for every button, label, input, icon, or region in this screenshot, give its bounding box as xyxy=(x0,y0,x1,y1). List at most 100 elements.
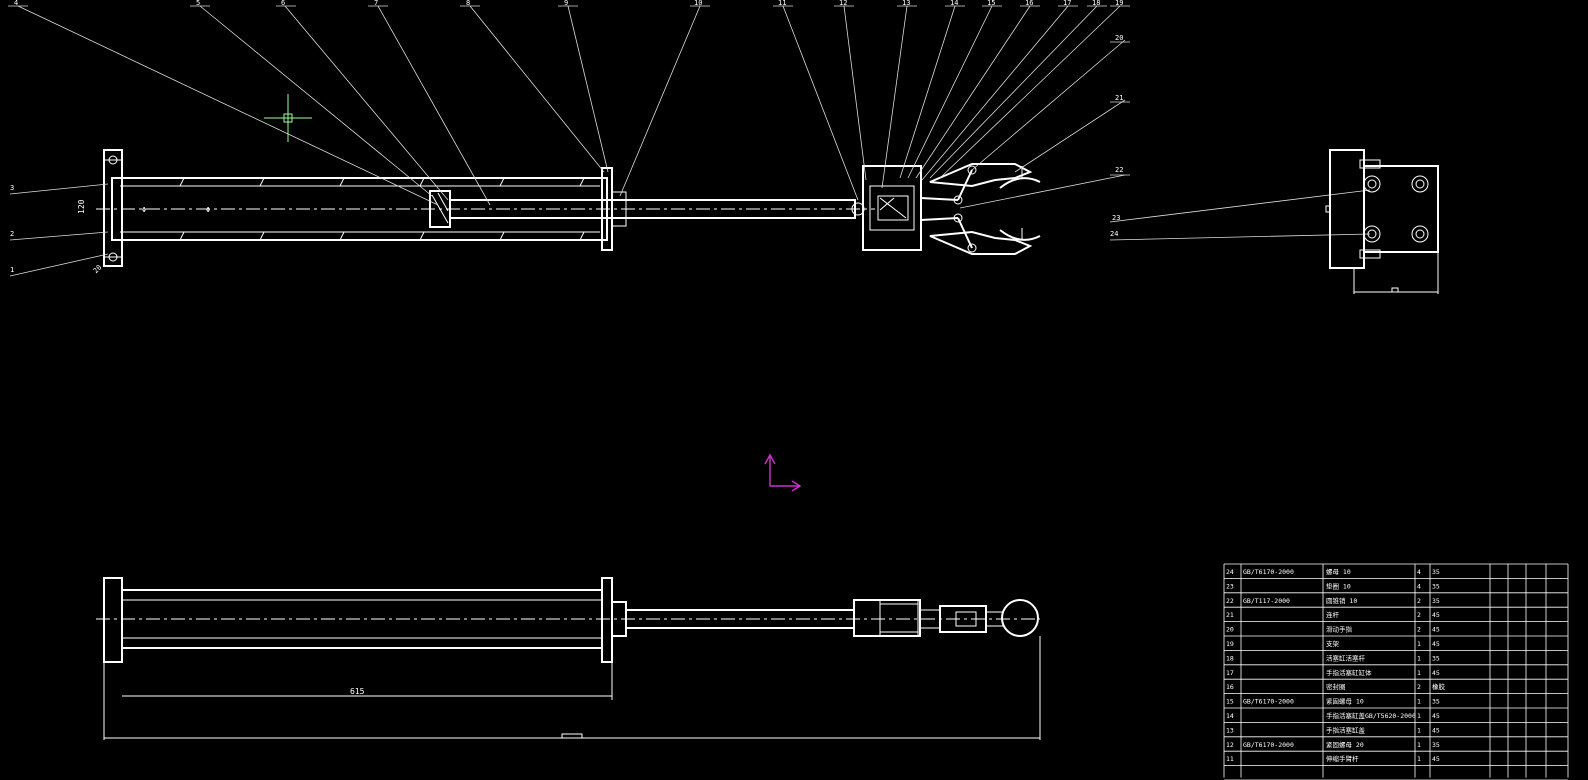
callout-underlines xyxy=(8,5,1130,176)
svg-text:13: 13 xyxy=(902,0,910,7)
finger-cylinder xyxy=(869,185,915,231)
callout-numbers-right: 23 24 xyxy=(1110,214,1120,238)
parts-cell-name: 手指活塞缸盖 xyxy=(1326,725,1366,734)
bottom-elevation-view: 615 xyxy=(96,577,1041,740)
cad-cursor xyxy=(264,94,312,142)
barrel-hatching xyxy=(179,177,585,241)
dim-flange-height: 120 xyxy=(77,199,86,214)
upper-jaw xyxy=(999,177,1041,189)
callout-numbers-left: 3 2 1 xyxy=(10,184,14,274)
parts-cell-qty: 1 xyxy=(1417,698,1421,706)
parts-cell-qty: 1 xyxy=(1417,712,1421,720)
parts-cell-name: 手指活塞缸盖GB/T5620-2000 xyxy=(1326,711,1416,720)
parts-cell-qty: 1 xyxy=(1417,741,1421,749)
parts-cell-qty: 1 xyxy=(1417,755,1421,763)
parts-cell-mat: 45 xyxy=(1432,712,1440,720)
parts-cell-qty: 1 xyxy=(1417,726,1421,734)
parts-cell-qty: 4 xyxy=(1417,582,1421,590)
svg-text:5: 5 xyxy=(196,0,200,7)
parts-cell-name: 紧固螺母 10 xyxy=(1326,697,1364,706)
parts-cell-name: 紧固螺母 20 xyxy=(1326,740,1364,749)
svg-text:1: 1 xyxy=(10,266,14,274)
parts-cell-name: 连杆 xyxy=(1326,610,1340,619)
svg-text:16: 16 xyxy=(1025,0,1033,7)
parts-cell-mat: 35 xyxy=(1432,654,1440,662)
svg-text:21: 21 xyxy=(1115,94,1123,102)
parts-cell-qty: 1 xyxy=(1417,640,1421,648)
parts-cell-no: 23 xyxy=(1226,582,1234,590)
parts-cell-mat: 45 xyxy=(1432,726,1440,734)
end-view xyxy=(1325,149,1439,294)
parts-cell-no: 12 xyxy=(1226,741,1234,749)
parts-cell-no: 22 xyxy=(1226,597,1234,605)
parts-cell-name: 圆锥销 10 xyxy=(1326,596,1357,605)
svg-text:9: 9 xyxy=(564,0,568,7)
svg-text:14: 14 xyxy=(950,0,958,7)
parts-cell-name: 螺母 10 xyxy=(1326,567,1351,576)
svg-text:12: 12 xyxy=(839,0,847,7)
parts-cell-std: GB/T6170-2000 xyxy=(1243,568,1294,576)
parts-cell-no: 14 xyxy=(1226,712,1234,720)
ucs-icon xyxy=(764,453,802,492)
svg-text:10: 10 xyxy=(694,0,702,7)
parts-cell-name: 密封圈 xyxy=(1326,682,1346,691)
callout-leaders xyxy=(9,5,1371,277)
parts-cell-std: GB/T6170-2000 xyxy=(1243,698,1294,706)
parts-cell-mat: 35 xyxy=(1432,741,1440,749)
callout-numbers-top: 4 5 6 7 8 9 10 11 12 13 14 15 16 17 18 1… xyxy=(14,0,1123,174)
parts-cell-no: 15 xyxy=(1226,698,1234,706)
parts-cell-no: 20 xyxy=(1226,626,1234,634)
parts-cell-qty: 2 xyxy=(1417,611,1421,619)
parts-cell-name: 手指活塞缸缸体 xyxy=(1326,668,1372,677)
parts-cell-mat: 45 xyxy=(1432,626,1440,634)
svg-text:2: 2 xyxy=(10,230,14,238)
rear-flange xyxy=(103,149,123,267)
parts-cell-qty: 2 xyxy=(1417,597,1421,605)
parts-cell-no: 17 xyxy=(1226,669,1234,677)
svg-text:18: 18 xyxy=(1092,0,1100,7)
parts-cell-qty: 2 xyxy=(1417,626,1421,634)
svg-text:22: 22 xyxy=(1115,166,1123,174)
svg-text:19: 19 xyxy=(1115,0,1123,7)
parts-cell-std: GB/T6170-2000 xyxy=(1243,741,1294,749)
parts-cell-mat: 35 xyxy=(1432,582,1440,590)
lower-jaw xyxy=(999,229,1041,241)
svg-text:23: 23 xyxy=(1112,214,1120,222)
parts-cell-no: 13 xyxy=(1226,726,1234,734)
parts-cell-mat: 45 xyxy=(1432,611,1440,619)
svg-text:6: 6 xyxy=(281,0,285,7)
parts-cell-name: 支架 xyxy=(1326,639,1340,648)
svg-text:11: 11 xyxy=(778,0,786,7)
parts-cell-no: 16 xyxy=(1226,683,1234,691)
parts-cell-name: 伸缩手臂杆 xyxy=(1326,754,1359,763)
parts-cell-std: GB/T117-2000 xyxy=(1243,597,1290,605)
parts-cell-mat: 45 xyxy=(1432,755,1440,763)
dim-stroke-length: 615 xyxy=(350,687,365,696)
parts-cell-qty: 1 xyxy=(1417,669,1421,677)
parts-cell-mat: 45 xyxy=(1432,640,1440,648)
parts-cell-no: 19 xyxy=(1226,640,1234,648)
top-section-view: 120 Φ Φ 20 xyxy=(77,149,1041,275)
parts-cell-mat: 橡胶 xyxy=(1432,682,1446,691)
parts-cell-mat: 35 xyxy=(1432,597,1440,605)
parts-cell-no: 11 xyxy=(1226,755,1234,763)
locking-nut xyxy=(851,202,865,216)
svg-text:3: 3 xyxy=(10,184,14,192)
svg-text:24: 24 xyxy=(1110,230,1118,238)
parts-cell-mat: 35 xyxy=(1432,698,1440,706)
svg-text:17: 17 xyxy=(1063,0,1071,7)
svg-text:4: 4 xyxy=(14,0,18,7)
svg-text:8: 8 xyxy=(466,0,470,7)
gripper-housing xyxy=(862,165,922,251)
svg-text:20: 20 xyxy=(1115,34,1123,42)
dim-flange-bolt: 20 xyxy=(92,263,104,275)
parts-cell-qty: 1 xyxy=(1417,654,1421,662)
parts-cell-name: 垫圈 10 xyxy=(1326,581,1351,590)
parts-cell-name: 活塞缸活塞杆 xyxy=(1326,653,1366,662)
parts-cell-mat: 35 xyxy=(1432,568,1440,576)
parts-cell-name: 滑动手指 xyxy=(1326,625,1353,634)
parts-cell-no: 18 xyxy=(1226,654,1234,662)
svg-text:15: 15 xyxy=(987,0,995,7)
